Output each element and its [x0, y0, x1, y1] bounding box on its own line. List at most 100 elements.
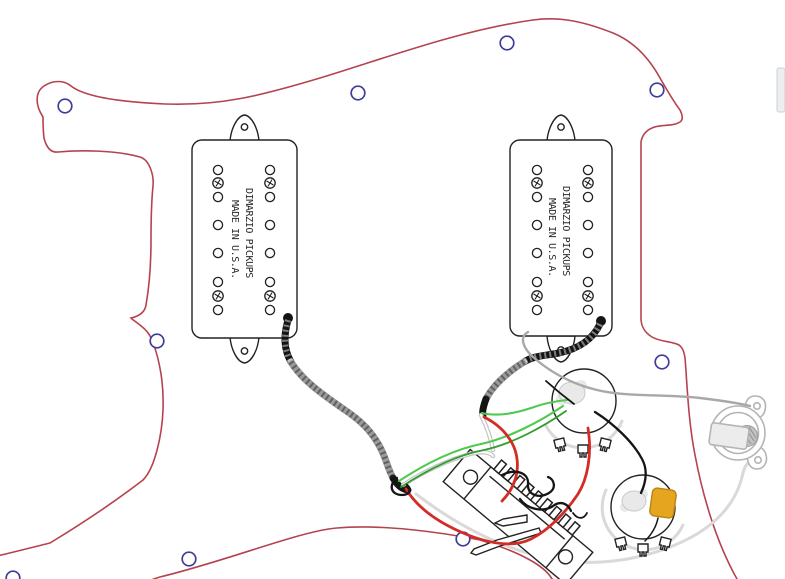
pot-lug — [553, 437, 567, 453]
neck-humbucker: DIMARZIO PICKUPS MADE IN U.S.A. — [191, 114, 298, 364]
pole-piece — [582, 219, 594, 231]
capacitor-lead — [644, 517, 659, 542]
screw-cross-icon — [266, 292, 274, 300]
pole-piece — [531, 219, 543, 231]
solder-blob — [620, 489, 648, 512]
pole-piece — [531, 276, 543, 288]
pickup-brand-label: DIMARZIO PICKUPS — [560, 186, 571, 276]
pole-pieces — [212, 164, 276, 316]
screw-cross-icon — [214, 292, 222, 300]
screw-hole — [181, 551, 197, 567]
screw-hole — [149, 333, 165, 349]
screw-hole — [649, 82, 665, 98]
pot-lug — [598, 437, 612, 453]
red-wire — [404, 426, 591, 546]
pole-piece — [212, 219, 224, 231]
pickup-origin-label: MADE IN U.S.A. — [546, 198, 557, 277]
pickguard-outline — [0, 17, 738, 579]
pot-lug — [658, 536, 672, 552]
tone-capacitor — [649, 487, 677, 519]
jack-ear-hole — [753, 455, 762, 464]
green-wire — [480, 398, 569, 416]
tab-screw-hole — [557, 123, 565, 131]
mounting-tab — [546, 114, 576, 142]
volume-pot — [551, 368, 617, 458]
hookup-wires — [390, 330, 752, 546]
tab-screw-hole — [240, 347, 249, 355]
screw-cross-icon — [584, 179, 592, 187]
pickup-selector-switch — [442, 448, 594, 579]
pickup-body — [191, 139, 298, 339]
black-wire — [545, 380, 575, 405]
black-jumper — [500, 470, 555, 497]
black-wire-volume-to-tone — [593, 410, 647, 495]
pole-piece — [531, 304, 543, 316]
pole-pieces — [531, 164, 594, 316]
pole-piece — [582, 276, 594, 288]
screw-hole — [57, 98, 73, 114]
switch-divider — [463, 466, 492, 500]
switch-slot — [489, 475, 566, 540]
pole-piece — [531, 247, 543, 259]
tone-pot — [610, 474, 677, 557]
ground-wire-loop — [414, 459, 754, 564]
output-jack — [708, 395, 768, 470]
switch-mount-hole — [557, 549, 574, 565]
pot-lug — [637, 543, 649, 557]
screw-cross-icon — [266, 179, 274, 187]
black-wire — [390, 476, 411, 497]
pole-piece — [212, 191, 224, 203]
braid-texture — [282, 319, 294, 364]
pole-piece — [212, 247, 224, 259]
braid-texture — [483, 359, 526, 401]
switch-terminal — [547, 505, 563, 521]
braid-texture — [522, 322, 603, 365]
switch-lever-blade — [493, 514, 528, 527]
screw-hole — [499, 35, 515, 51]
switch-mount-hole — [462, 469, 479, 485]
switch-terminal — [492, 459, 508, 475]
switch-divider — [545, 535, 574, 569]
screw-cross-icon — [584, 292, 592, 300]
pole-piece — [531, 164, 543, 176]
bridge-pickup-cable — [520, 320, 604, 366]
screw-hole — [654, 354, 670, 370]
pickup-brand-label: DIMARZIO PICKUPS — [243, 188, 254, 278]
pole-piece — [582, 191, 594, 203]
braid-texture — [288, 360, 396, 480]
mounting-tab — [229, 114, 260, 142]
screw-cross-icon — [533, 179, 541, 187]
pickup-cables — [281, 313, 606, 494]
screw-hole — [5, 570, 21, 579]
switch-terminal — [566, 520, 582, 537]
switch-terminals — [492, 459, 582, 537]
black-jumper — [518, 497, 573, 513]
jack-ear-hole — [752, 401, 761, 410]
tab-screw-hole — [240, 123, 249, 131]
red-wire — [482, 415, 519, 503]
pole-piece — [212, 276, 224, 288]
pole-piece — [264, 191, 276, 203]
pot-lug — [614, 536, 628, 552]
pole-piece — [212, 304, 224, 316]
switch-terminal — [557, 513, 572, 529]
green-wire — [400, 410, 567, 488]
black-jumper — [572, 512, 588, 519]
pickguard — [0, 17, 738, 579]
pole-piece — [264, 219, 276, 231]
pole-piece — [212, 164, 224, 176]
pole-piece — [264, 164, 276, 176]
pole-piece — [582, 164, 594, 176]
pole-piece — [582, 247, 594, 259]
tone-pot-ground-ring — [600, 488, 685, 552]
pole-piece — [264, 276, 276, 288]
pole-piece — [264, 304, 276, 316]
pot-lug — [577, 444, 589, 458]
green-wire — [397, 404, 565, 483]
screw-hole — [350, 85, 366, 101]
gray-wire-to-jack — [521, 330, 752, 408]
pole-piece — [531, 191, 543, 203]
scrollbar-thumb[interactable] — [776, 67, 785, 113]
